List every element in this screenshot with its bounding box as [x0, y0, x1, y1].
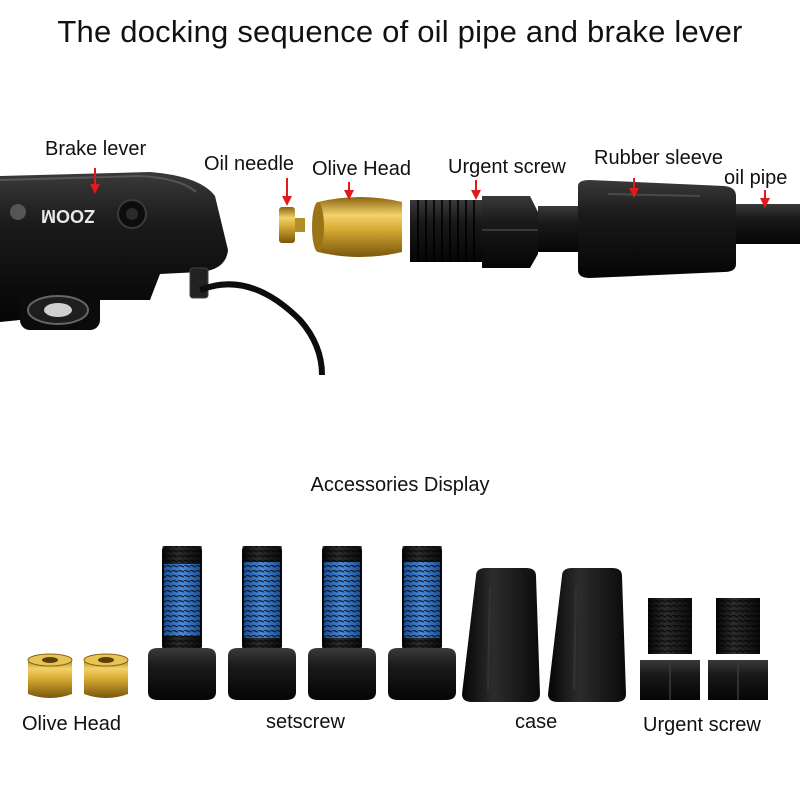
rubber-sleeve — [578, 180, 736, 278]
label-acc-olive-head: Olive Head — [22, 713, 121, 735]
label-rubber-sleeve: Rubber sleeve — [594, 147, 723, 169]
brake-lever: ZOOM — [0, 172, 325, 376]
urgent-screw — [410, 196, 580, 268]
accessory-urgent-screws — [640, 598, 768, 700]
olive-head — [312, 197, 402, 257]
label-urgent-screw: Urgent screw — [448, 156, 566, 178]
label-oil-pipe: oil pipe — [724, 167, 788, 189]
page-title: The docking sequence of oil pipe and bra… — [57, 14, 743, 49]
brand-logo: ZOOM — [41, 206, 95, 226]
oil-needle — [279, 207, 305, 243]
label-olive-head: Olive Head — [312, 158, 411, 180]
label-acc-urgent-screw: Urgent screw — [643, 714, 761, 736]
label-brake-lever: Brake lever — [45, 138, 147, 160]
label-oil-needle: Oil needle — [204, 153, 295, 175]
oil-pipe — [736, 204, 800, 244]
label-acc-case: case — [515, 711, 558, 733]
accessory-olive-heads — [27, 653, 129, 698]
pointer-arrows — [90, 168, 770, 208]
accessories-title: Accessories Display — [310, 474, 490, 496]
label-acc-setscrew: setscrew — [266, 711, 345, 733]
accessory-setscrews — [148, 546, 456, 700]
accessory-cases — [462, 568, 626, 702]
